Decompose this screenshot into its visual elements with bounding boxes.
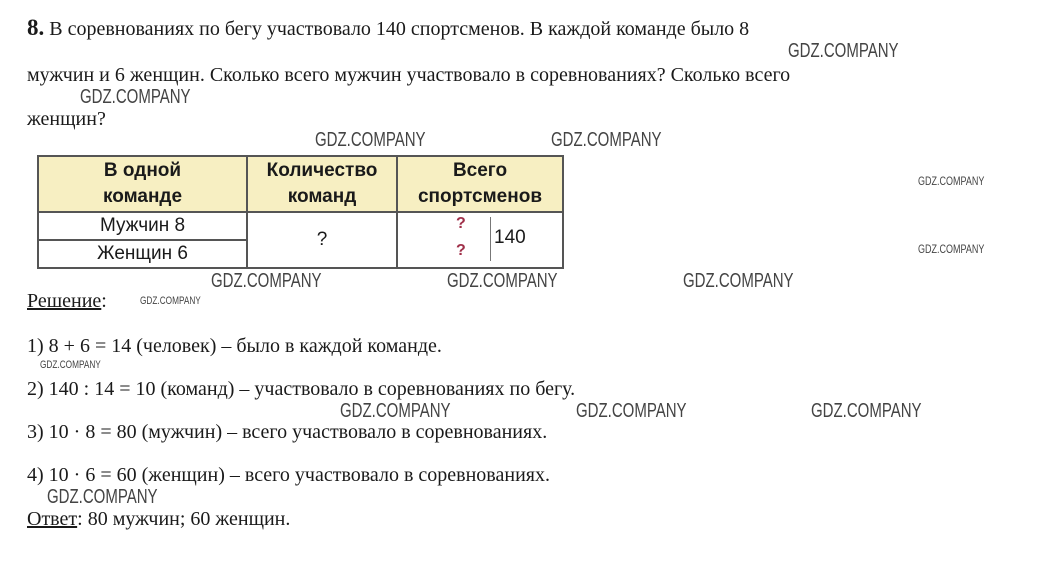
watermark: GDZ.COMPANY	[576, 400, 687, 422]
problem-line-3: женщин?	[27, 108, 106, 130]
watermark: GDZ.COMPANY	[140, 295, 201, 307]
answer: Ответ: 80 мужчин; 60 женщин.	[27, 508, 291, 530]
women-total: ?	[456, 242, 466, 259]
watermark: GDZ.COMPANY	[447, 270, 558, 292]
problem-line-2: мужчин и 6 женщин. Сколько всего мужчин …	[27, 64, 791, 86]
sum-value: 140	[494, 227, 526, 248]
step-1: 1) 8 + 6 = 14 (человек) – было в каждой …	[27, 335, 442, 357]
row-women: Женщин 6	[37, 239, 248, 269]
step-3: 3) 10 · 8 = 80 (мужчин) – всего участвов…	[27, 421, 548, 443]
watermark: GDZ.COMPANY	[40, 359, 101, 371]
problem-line-1: 8. В соревнованиях по бегу участвовало 1…	[27, 16, 749, 41]
problem-text-1: В соревнованиях по бегу участвовало 140 …	[49, 18, 750, 40]
row-men: Мужчин 8	[37, 211, 248, 241]
watermark: GDZ.COMPANY	[788, 40, 899, 62]
solution-heading: Решение:	[27, 290, 107, 312]
step-4: 4) 10 · 6 = 60 (женщин) – всего участвов…	[27, 464, 550, 486]
watermark: GDZ.COMPANY	[315, 129, 426, 151]
brace-icon	[484, 217, 491, 261]
watermark: GDZ.COMPANY	[47, 486, 158, 508]
watermark: GDZ.COMPANY	[683, 270, 794, 292]
problem-number: 8.	[27, 15, 45, 40]
men-total: ?	[456, 215, 466, 232]
watermark: GDZ.COMPANY	[211, 270, 322, 292]
watermark: GDZ.COMPANY	[918, 174, 985, 188]
watermark: GDZ.COMPANY	[340, 400, 451, 422]
step-2: 2) 140 : 14 = 10 (команд) – участвовало …	[27, 378, 576, 400]
watermark: GDZ.COMPANY	[551, 129, 662, 151]
totals-cell: ? ? 140	[396, 211, 564, 269]
watermark: GDZ.COMPANY	[918, 242, 985, 256]
teams-cell: ?	[246, 211, 398, 269]
watermark: GDZ.COMPANY	[811, 400, 922, 422]
watermark: GDZ.COMPANY	[80, 86, 191, 108]
